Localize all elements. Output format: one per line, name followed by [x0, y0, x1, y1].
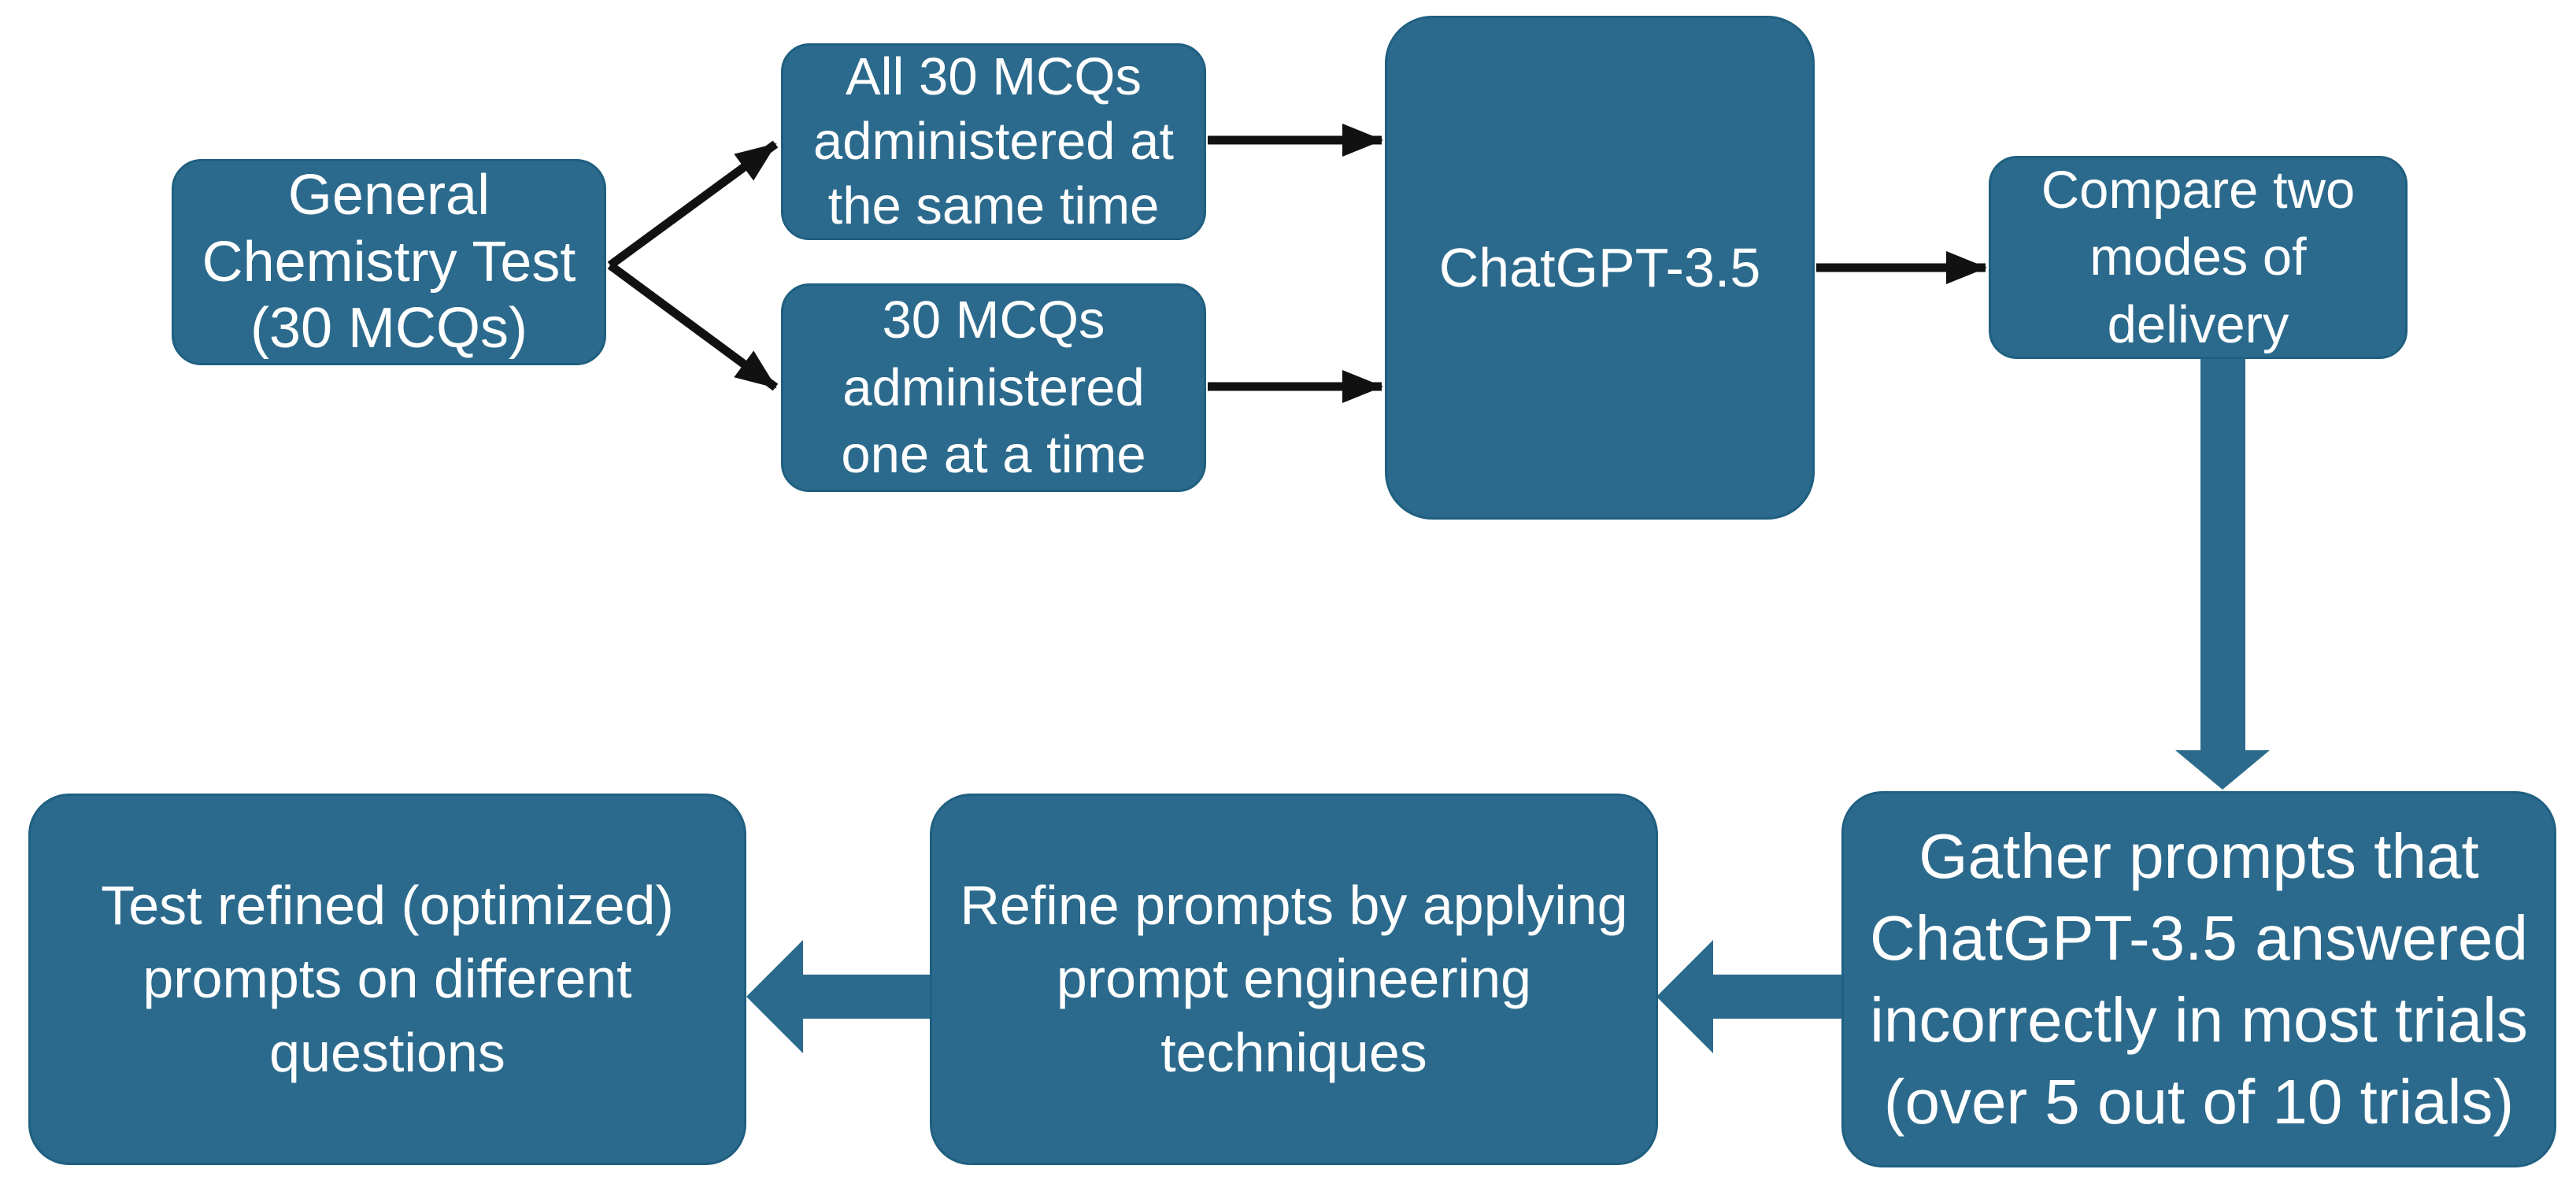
- node-test-refined-prompts: Test refined (optimized) prompts on diff…: [28, 794, 746, 1165]
- node-general-chemistry-test-label: General Chemistry Test (30 MCQs): [202, 163, 576, 361]
- node-chatgpt-3-5: ChatGPT-3.5: [1385, 16, 1815, 520]
- connector-general-to-oneatatime: [607, 261, 779, 391]
- node-refine-prompts-label: Refine prompts by applying prompt engine…: [960, 875, 1628, 1083]
- node-refine-prompts: Refine prompts by applying prompt engine…: [930, 794, 1658, 1165]
- connector-general-to-all30: [607, 140, 779, 269]
- block-arrow-compare-to-gather: [2175, 359, 2270, 790]
- node-compare-two-modes: Compare two modes of delivery: [1989, 156, 2408, 359]
- block-arrow-refine-to-testrefined: [746, 940, 930, 1053]
- node-30-mcqs-one-at-a-time-label: 30 MCQs administered one at a time: [841, 290, 1146, 485]
- block-arrow-gather-to-refine: [1656, 940, 1841, 1053]
- node-all-30-mcqs-same-time-label: All 30 MCQs administered at the same tim…: [812, 47, 1175, 235]
- node-chatgpt-3-5-label: ChatGPT-3.5: [1438, 237, 1761, 298]
- node-all-30-mcqs-same-time: All 30 MCQs administered at the same tim…: [781, 43, 1206, 240]
- node-general-chemistry-test: General Chemistry Test (30 MCQs): [172, 159, 606, 365]
- node-gather-prompts-label: Gather prompts that ChatGPT-3.5 answered…: [1870, 821, 2528, 1137]
- node-test-refined-prompts-label: Test refined (optimized) prompts on diff…: [101, 875, 674, 1083]
- node-compare-two-modes-label: Compare two modes of delivery: [2041, 161, 2356, 354]
- node-gather-prompts: Gather prompts that ChatGPT-3.5 answered…: [1841, 791, 2556, 1167]
- node-30-mcqs-one-at-a-time: 30 MCQs administered one at a time: [781, 283, 1206, 492]
